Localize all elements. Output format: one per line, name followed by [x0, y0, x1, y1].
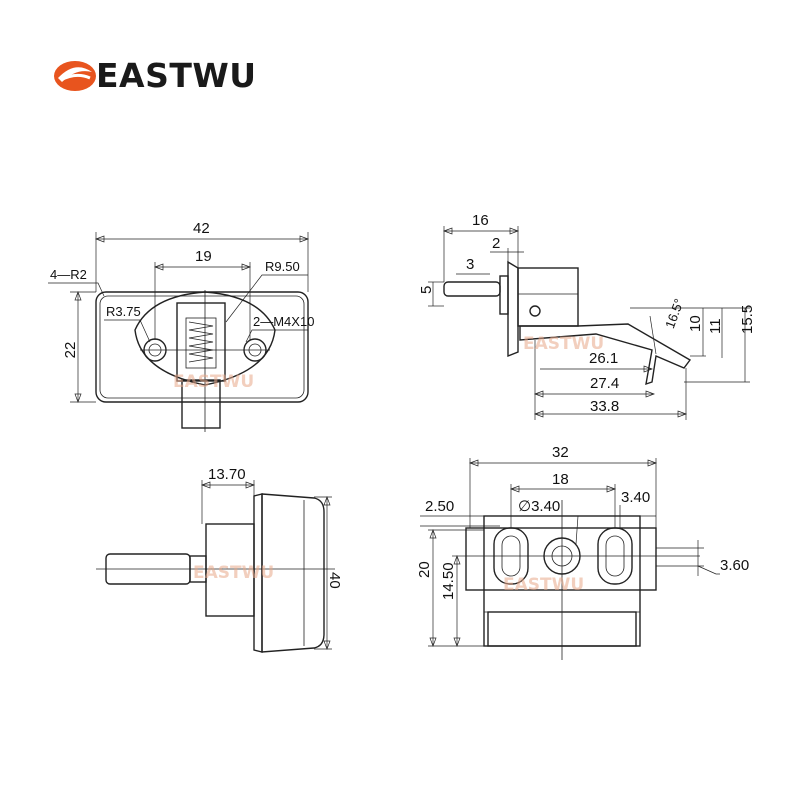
dim-side-27: 27.4 — [590, 375, 619, 392]
watermark-back: EASTWU — [503, 575, 584, 595]
dim-side-5: 5 — [418, 286, 435, 294]
dim-side-16: 16 — [472, 212, 489, 229]
eastwu-logo-icon — [54, 61, 96, 91]
brand-name: EASTWU — [96, 56, 257, 95]
dim-side-26: 26.1 — [589, 350, 618, 367]
top-cap — [261, 493, 325, 653]
dim-front-hole-span: 19 — [195, 248, 212, 265]
dim-side-10: 10 — [687, 315, 704, 332]
side-flange — [507, 260, 519, 358]
side-body — [517, 267, 579, 327]
dim-back-32: 32 — [552, 444, 569, 461]
dim-top-13: 13.70 — [208, 466, 246, 483]
dim-front-screw: 2—M4X10 — [253, 314, 314, 329]
dim-top-40: 40 — [326, 572, 343, 589]
dim-side-15: 15.5 — [739, 305, 756, 334]
watermark-side: EASTWU — [523, 334, 604, 354]
dim-front-radius-large: R9.50 — [265, 259, 300, 274]
watermark-front: EASTWU — [173, 372, 254, 392]
dim-back-250: 2.50 — [425, 498, 454, 515]
back-view: 32 18 2.50 ∅3.40 3.40 3.60 20 14.50 EAST… — [416, 444, 749, 660]
side-pin — [443, 281, 501, 297]
dim-side-33: 33.8 — [590, 398, 619, 415]
dim-back-20: 20 — [416, 561, 433, 578]
front-latch-tongue — [181, 379, 221, 429]
dim-front-radius-small: R3.75 — [106, 304, 141, 319]
dim-side-3: 3 — [466, 256, 474, 273]
dim-back-18: 18 — [552, 471, 569, 488]
dim-back-340: 3.40 — [621, 489, 650, 506]
dim-back-360: 3.60 — [720, 557, 749, 574]
front-view: 42 19 22 4—R2 R9.50 R3.75 2—M4X10 EASTWU — [48, 220, 314, 432]
dim-back-1450: 14.50 — [440, 562, 457, 600]
dim-side-11: 11 — [707, 318, 724, 334]
back-plate — [465, 527, 657, 591]
front-spring-housing — [176, 302, 226, 382]
dim-back-dia: ∅3.40 — [518, 498, 560, 515]
dim-front-width: 42 — [193, 220, 210, 237]
top-view: 13.70 40 EASTWU — [96, 466, 343, 653]
watermark-top: EASTWU — [193, 563, 274, 583]
dim-front-corner: 4—R2 — [50, 267, 87, 282]
dim-side-2: 2 — [492, 235, 500, 252]
dim-side-angle: 16.5° — [662, 297, 687, 331]
side-view: 16 2 3 5 26.1 27.4 33.8 10 11 15.5 16.5°… — [418, 212, 756, 420]
side-hook — [519, 323, 692, 386]
dim-front-height: 22 — [62, 342, 79, 359]
